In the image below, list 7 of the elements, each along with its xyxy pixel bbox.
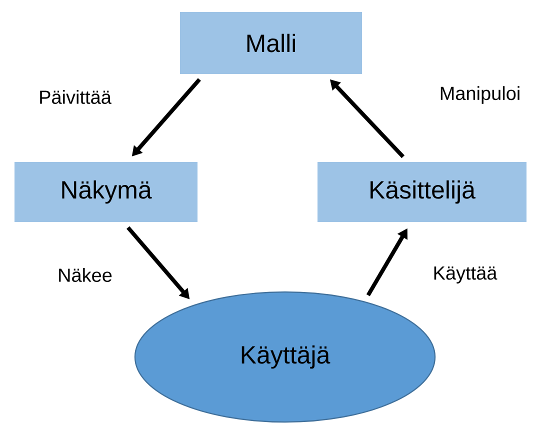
component-box: Käsittelijä <box>318 162 526 222</box>
edge-label: Manipuloi <box>438 85 522 105</box>
edge-label: Päivittää <box>38 89 112 105</box>
edge-label: Käyttää <box>432 266 498 285</box>
component-box: Malli <box>180 12 362 74</box>
edge-label: Näkee <box>56 267 114 283</box>
component-box: Näkymä <box>14 162 198 222</box>
